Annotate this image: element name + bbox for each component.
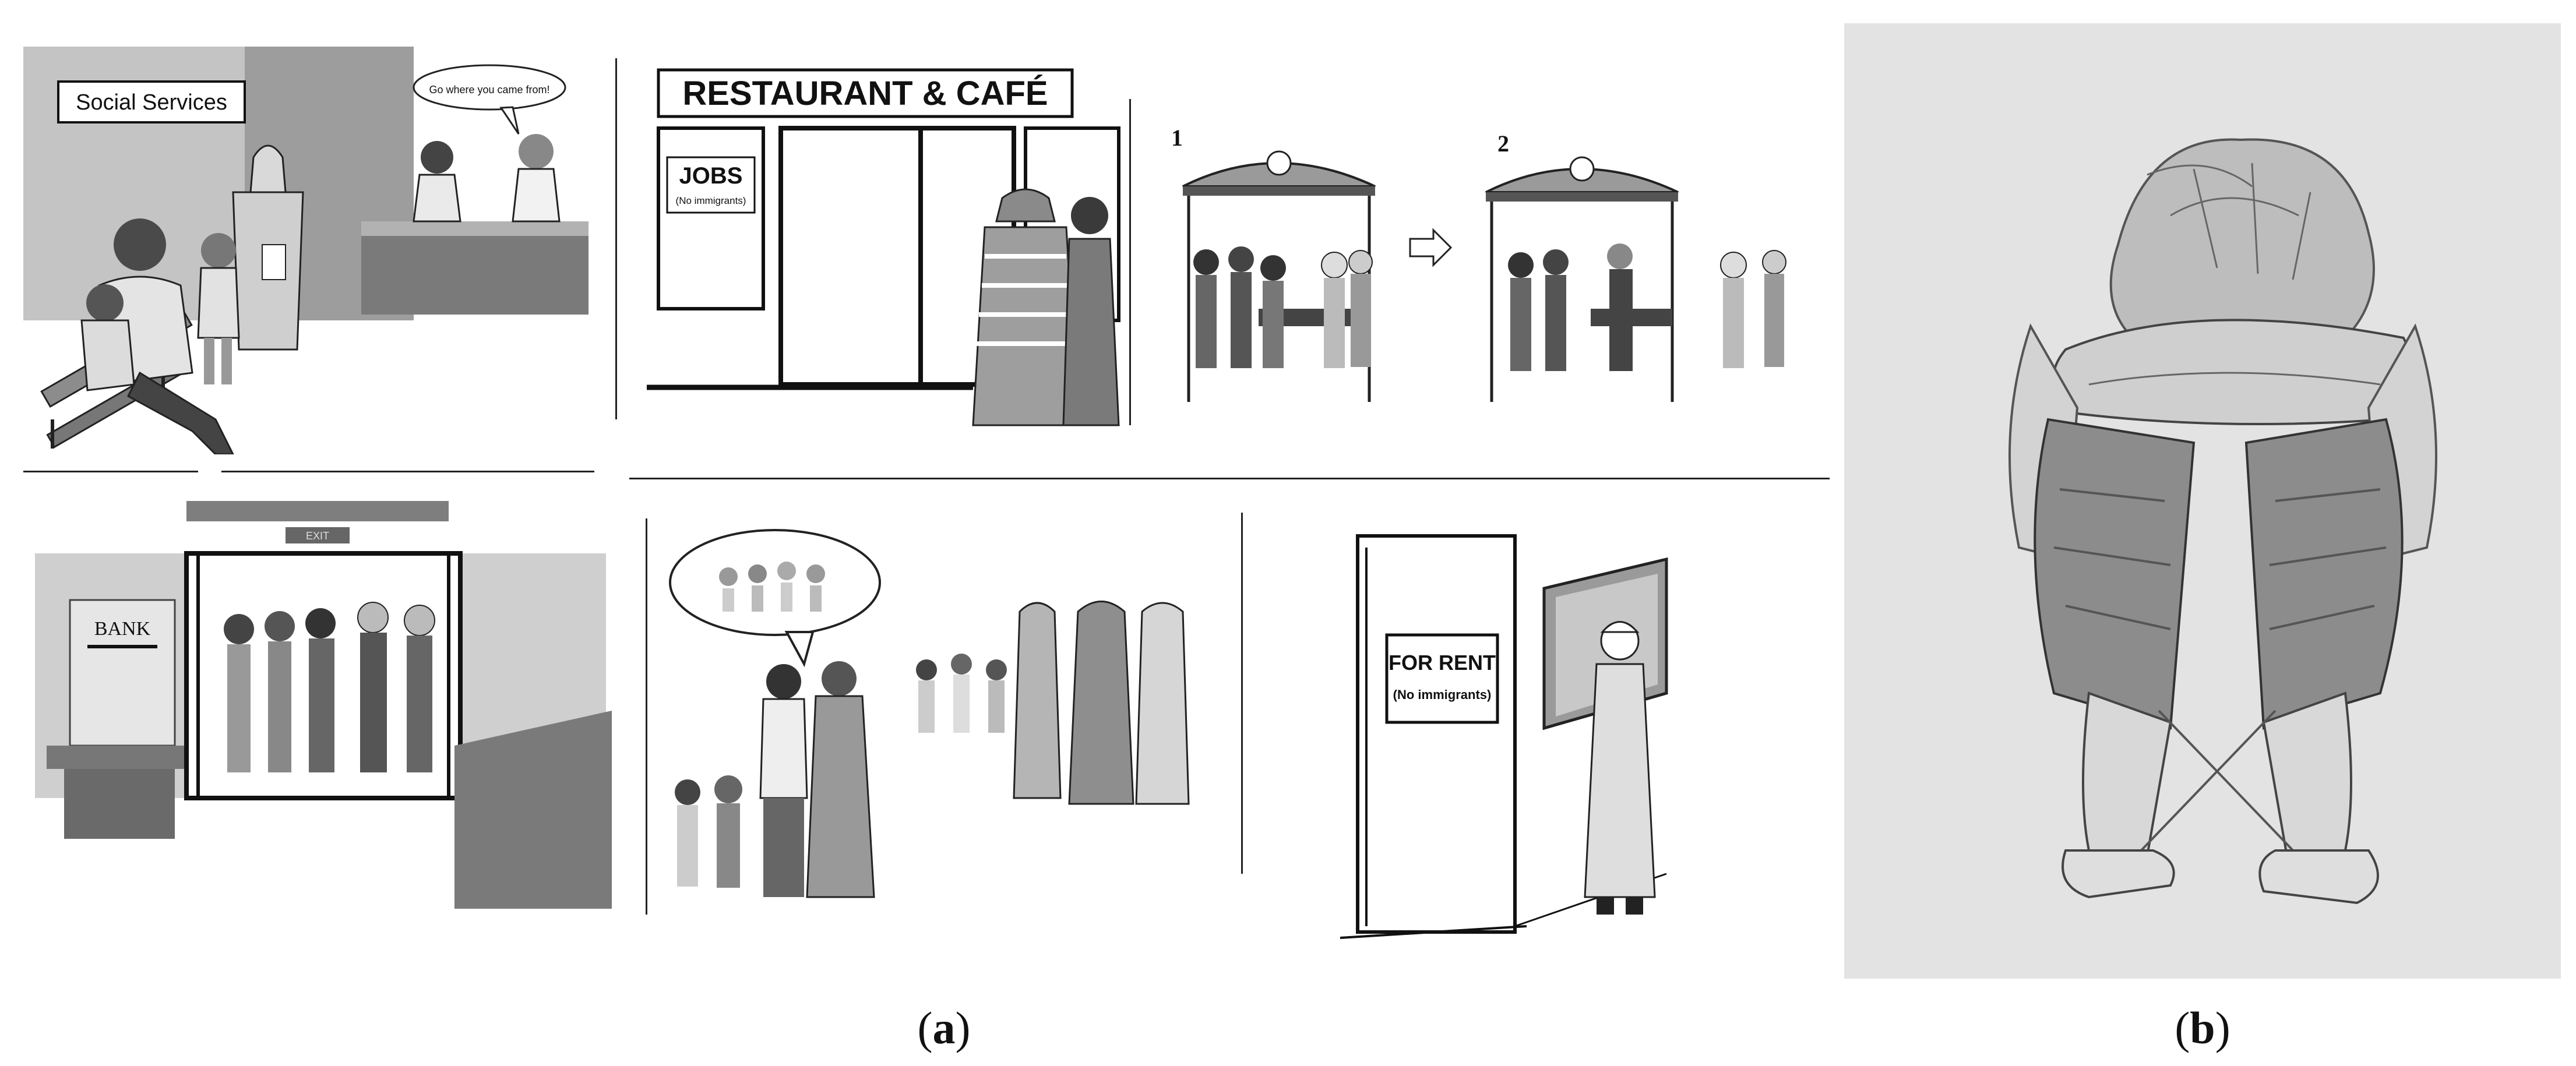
scene-bus-stop: 1 2 — [1160, 117, 1830, 419]
social-services-sign: Social Services — [76, 90, 227, 115]
scene-restaurant: RESTAURANT & CAFÉ JOBS (No immigrants) — [647, 64, 1130, 431]
caption-b: (b) — [2115, 1002, 2290, 1054]
social-speech-bubble: Go where you came from! — [429, 84, 549, 96]
social-services-illustration: Social Services Go where you came from! — [23, 47, 594, 454]
bank-illustration: EXIT BANK — [35, 501, 612, 909]
step-2-label: 2 — [1497, 130, 1509, 157]
jobs-sign-note: (No immigrants) — [676, 195, 746, 206]
bank-sign: BANK — [94, 618, 151, 640]
gossip-illustration — [669, 529, 1190, 898]
scene-for-rent: FOR RENT (No immigrants) — [1340, 524, 1701, 944]
jobs-sign-title: JOBS — [679, 163, 743, 189]
exit-sign: EXIT — [306, 530, 329, 542]
caption-a-letter: a — [932, 1003, 956, 1053]
vertical-divider-3 — [646, 518, 647, 915]
caption-b-close: ) — [2215, 1003, 2230, 1053]
caption-b-letter: b — [2190, 1003, 2215, 1053]
vertical-divider-1 — [615, 58, 617, 419]
scene-bank: EXIT BANK — [35, 501, 612, 909]
row-separator-right — [629, 478, 1830, 479]
scene-gossip — [658, 524, 1229, 920]
pencil-sketch-panel — [1844, 23, 2561, 979]
row-separator-mid — [221, 471, 594, 472]
restaurant-illustration: RESTAURANT & CAFÉ JOBS (No immigrants) — [647, 68, 1120, 426]
caption-a-open: ( — [917, 1003, 933, 1053]
crouching-child-sketch — [1844, 23, 2561, 979]
vertical-divider-2 — [1129, 99, 1131, 425]
caption-a-close: ) — [955, 1003, 971, 1053]
for-rent-illustration: FOR RENT (No immigrants) — [1340, 534, 1668, 939]
restaurant-sign: RESTAURANT & CAFÉ — [682, 75, 1048, 112]
caption-a: (a) — [857, 1002, 1031, 1054]
vertical-divider-4 — [1241, 513, 1243, 874]
row-separator-left — [23, 471, 198, 472]
bus-stop-illustration: 1 2 — [1171, 125, 1786, 402]
scene-social-services: Social Services Go where you came from! — [23, 47, 594, 454]
for-rent-line-2: (No immigrants) — [1393, 687, 1492, 702]
for-rent-line-1: FOR RENT — [1389, 651, 1496, 675]
step-1-label: 1 — [1171, 125, 1183, 151]
caption-b-open: ( — [2175, 1003, 2190, 1053]
